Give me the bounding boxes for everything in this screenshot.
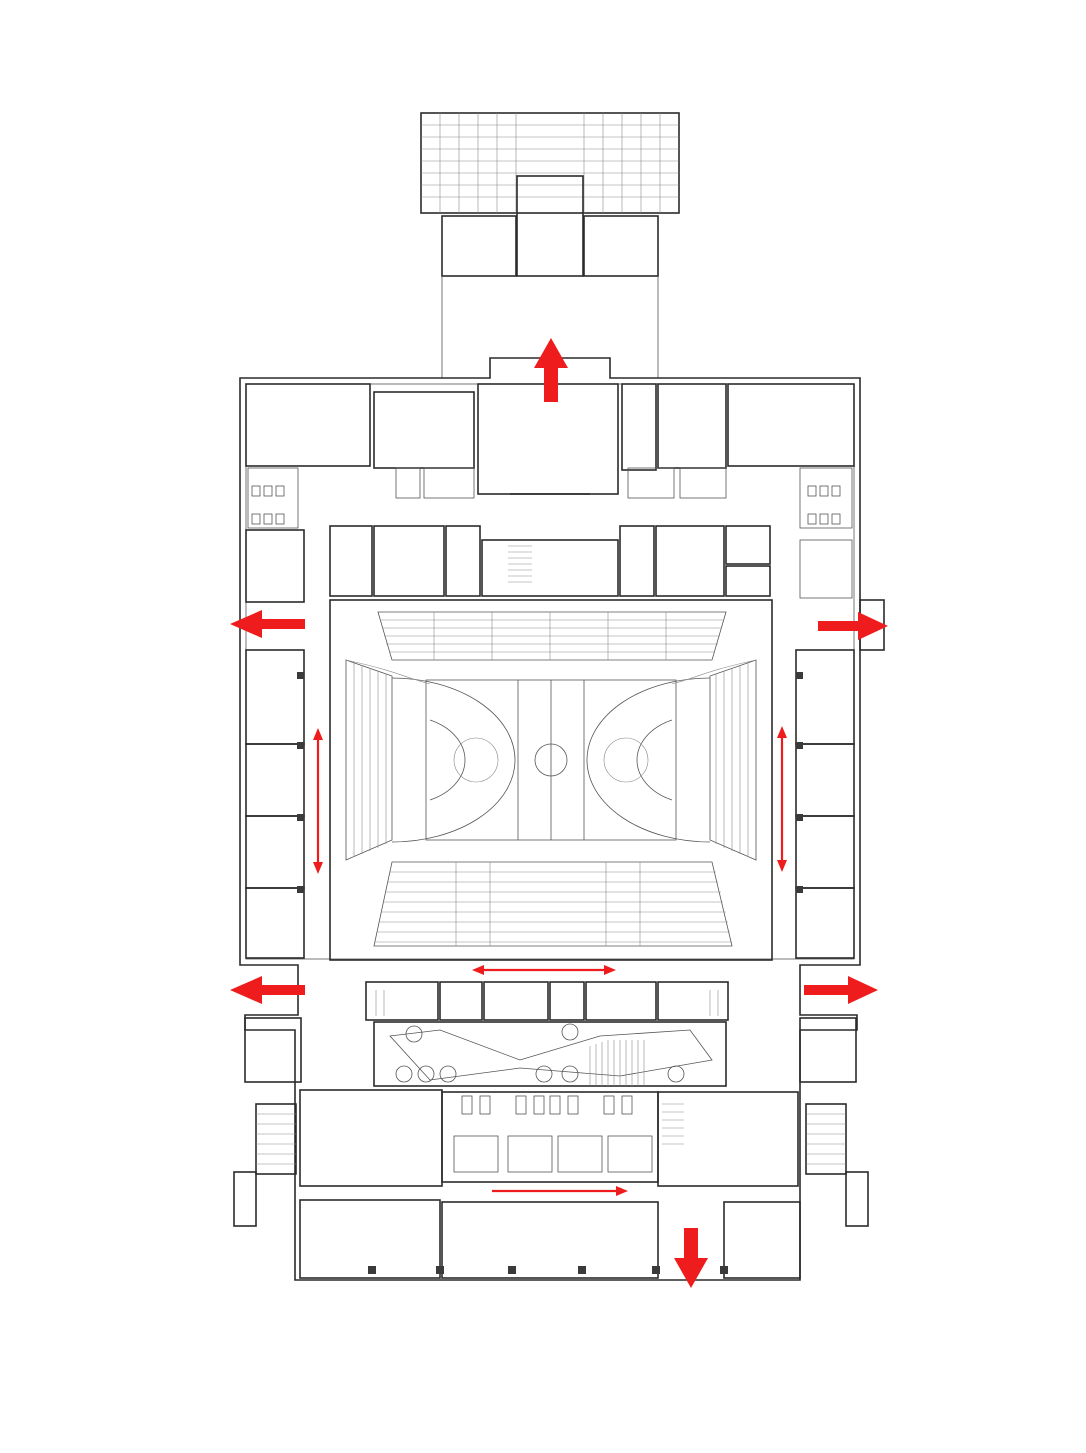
atrium-stair: [589, 1040, 645, 1086]
circulation-arrows: [313, 726, 787, 1196]
east-bleachers: [709, 659, 757, 861]
south-bleachers: [373, 861, 733, 947]
circulation-arrow-lobby-icon: [492, 1186, 628, 1196]
atrium-trees: [395, 1023, 685, 1083]
atrium: [373, 1021, 727, 1087]
south-block: [299, 1089, 801, 1279]
north-stair: [508, 545, 532, 583]
west-wing: [245, 649, 305, 959]
circulation-arrow-south-concourse-icon: [472, 965, 616, 975]
north-restroom-right: [799, 467, 853, 599]
exit-arrows: [230, 338, 888, 1288]
circulation-arrow-east-corridor-icon: [777, 726, 787, 872]
exit-arrow-west-upper-icon: [230, 610, 305, 638]
north-restroom-left: [247, 467, 299, 529]
arena: [329, 599, 773, 961]
east-stair-tower: [799, 1017, 869, 1227]
north-annex: [420, 112, 680, 378]
locker-rooms: [453, 1095, 653, 1173]
inner-north-rooms: [245, 525, 771, 603]
exit-arrow-east-upper-icon: [818, 612, 888, 640]
main-building-outline: [239, 357, 861, 1281]
north-bleachers: [377, 611, 727, 661]
exit-arrow-north-icon: [534, 338, 568, 402]
exit-arrow-west-lower-icon: [230, 976, 305, 1004]
south-stair: [662, 1103, 684, 1145]
exit-arrow-east-lower-icon: [804, 976, 878, 1004]
north-wing-rooms: [245, 383, 855, 599]
basketball-court: [345, 659, 757, 843]
north-grandstand-seating: [421, 113, 679, 213]
west-bleachers: [345, 659, 393, 861]
east-wing: [795, 649, 855, 959]
west-stair-tower: [233, 1017, 302, 1227]
south-service-rooms: [365, 981, 729, 1021]
exit-arrow-south-icon: [674, 1228, 708, 1288]
circulation-arrow-west-corridor-icon: [313, 728, 323, 874]
